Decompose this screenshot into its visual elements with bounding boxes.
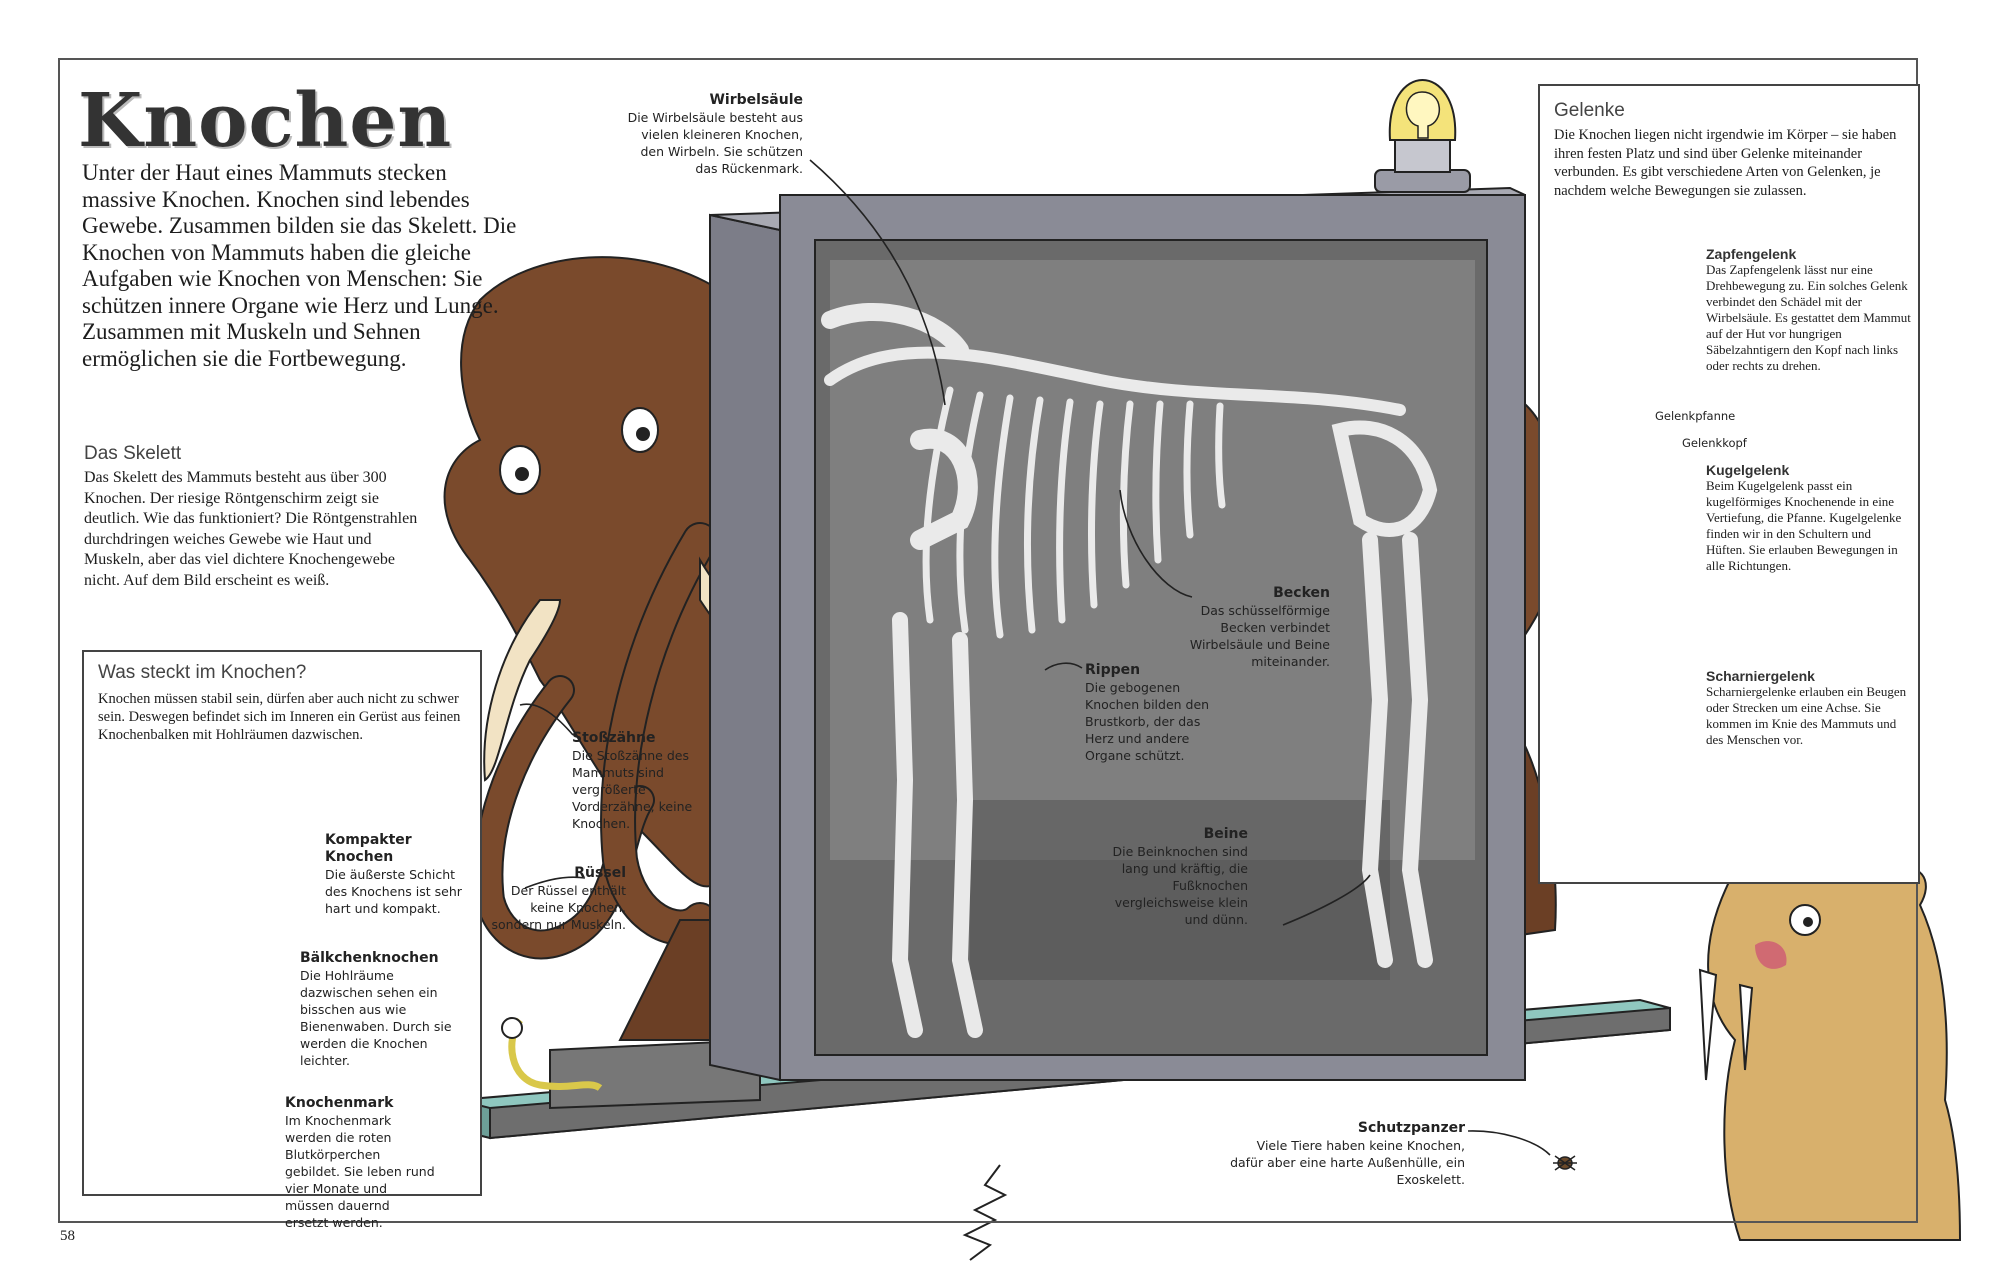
kompakt-label: Kompakter Knochen bbox=[325, 832, 412, 865]
kugel-text: Beim Kugelgelenk passt ein kugelförmiges… bbox=[1706, 478, 1902, 573]
kugelgelenk-section: Kugelgelenk Beim Kugelgelenk passt ein k… bbox=[1706, 462, 1911, 574]
page-title: Knochen bbox=[78, 78, 453, 164]
kompakt-text: Die äußerste Schicht des Knochens ist se… bbox=[325, 867, 462, 916]
gelenke-text: Die Knochen liegen nicht irgendwie im Kö… bbox=[1554, 127, 1897, 199]
beine-text: Die Beinknochen sind lang und kräftig, d… bbox=[1112, 844, 1248, 927]
annotation-baelkchenknochen: Bälkchenknochen Die Hohlräume dazwischen… bbox=[300, 950, 460, 1069]
annotation-schutzpanzer: Schutzpanzer Viele Tiere haben keine Kno… bbox=[1225, 1120, 1465, 1188]
skelett-heading: Das Skelett bbox=[84, 443, 182, 464]
becken-text: Das schüsselförmige Becken verbindet Wir… bbox=[1189, 603, 1330, 669]
spider-icon bbox=[1553, 1155, 1577, 1171]
knochen-text: Knochen müssen stabil sein, dürfen aber … bbox=[98, 691, 461, 743]
annotation-beine: Beine Die Beinknochen sind lang und kräf… bbox=[1088, 826, 1248, 928]
skelett-section: Das Skelett Das Skelett des Mammuts best… bbox=[84, 443, 434, 591]
annotation-knochenmark: Knochenmark Im Knochenmark werden die ro… bbox=[285, 1095, 435, 1231]
scharnier-text: Scharniergelenke erlauben ein Beugen ode… bbox=[1706, 684, 1907, 747]
stosszaehne-label: Stoßzähne bbox=[572, 730, 656, 746]
annotation-wirbelsaeule: Wirbelsäule Die Wirbelsäule besteht aus … bbox=[625, 92, 803, 177]
rippen-label: Rippen bbox=[1085, 662, 1141, 678]
annotation-stosszaehne: Stoßzähne Die Stoßzähne des Mammuts sind… bbox=[572, 730, 702, 832]
kugel-label: Kugelgelenk bbox=[1706, 462, 1790, 478]
baelkchen-label: Bälkchenknochen bbox=[300, 950, 439, 966]
knochen-infobox: Was steckt im Knochen? Knochen müssen st… bbox=[82, 650, 482, 1196]
scharniergelenk-section: Scharniergelenk Scharniergelenke erlaube… bbox=[1706, 668, 1911, 748]
gelenkkopf-label: Gelenkkopf bbox=[1682, 436, 1747, 450]
cable-plug bbox=[501, 1017, 523, 1039]
wirbelsaeule-text: Die Wirbelsäule besteht aus vielen klein… bbox=[627, 110, 803, 176]
zapfen-label: Zapfengelenk bbox=[1706, 246, 1797, 262]
power-cable bbox=[508, 1017, 603, 1092]
stosszaehne-text: Die Stoßzähne des Mammuts sind vergrößer… bbox=[572, 748, 693, 831]
annotation-ruessel: Rüssel Der Rüssel enthält keine Knochen,… bbox=[488, 865, 626, 933]
schutzpanzer-text: Viele Tiere haben keine Knochen, dafür a… bbox=[1230, 1138, 1465, 1187]
annotation-becken: Becken Das schüsselförmige Becken verbin… bbox=[1180, 585, 1330, 670]
gelenke-heading: Gelenke bbox=[1554, 100, 1625, 121]
lamp-on-screen bbox=[1374, 79, 1471, 193]
intro-paragraph: Unter der Haut eines Mammuts stecken mas… bbox=[82, 160, 517, 371]
knochen-heading: Was steckt im Knochen? bbox=[98, 662, 307, 683]
rippen-text: Die gebogenen Knochen bilden den Brustko… bbox=[1085, 680, 1210, 763]
gelenke-infobox: Gelenke Die Knochen liegen nicht irgendw… bbox=[1538, 84, 1920, 884]
zapfen-text: Das Zapfengelenk lässt nur eine Drehbewe… bbox=[1706, 262, 1911, 373]
beine-label: Beine bbox=[1203, 826, 1248, 842]
xray-skeleton bbox=[821, 303, 1438, 1038]
ruessel-label: Rüssel bbox=[574, 865, 626, 881]
mark-text: Im Knochenmark werden die roten Blutkörp… bbox=[285, 1113, 435, 1230]
becken-label: Becken bbox=[1273, 585, 1330, 601]
wirbelsaeule-label: Wirbelsäule bbox=[709, 92, 803, 108]
sabertooth-tiger bbox=[1698, 840, 1962, 1241]
page-number: 58 bbox=[60, 1228, 75, 1244]
baelkchen-text: Die Hohlräume dazwischen sehen ein bissc… bbox=[300, 968, 452, 1068]
annotation-rippen: Rippen Die gebogenen Knochen bilden den … bbox=[1085, 662, 1225, 764]
ruessel-text: Der Rüssel enthält keine Knochen, sonder… bbox=[491, 883, 626, 932]
skelett-text: Das Skelett des Mammuts besteht aus über… bbox=[84, 469, 418, 589]
floor-crack bbox=[962, 1164, 1008, 1261]
mark-label: Knochenmark bbox=[285, 1095, 394, 1111]
zapfengelenk-section: Zapfengelenk Das Zapfengelenk lässt nur … bbox=[1706, 246, 1911, 374]
schutzpanzer-label: Schutzpanzer bbox=[1357, 1120, 1465, 1136]
gelenkpfanne-label: Gelenkpfanne bbox=[1655, 409, 1736, 423]
annotation-kompakter-knochen: Kompakter Knochen Die äußerste Schicht d… bbox=[325, 832, 475, 917]
scharnier-label: Scharniergelenk bbox=[1706, 668, 1815, 684]
